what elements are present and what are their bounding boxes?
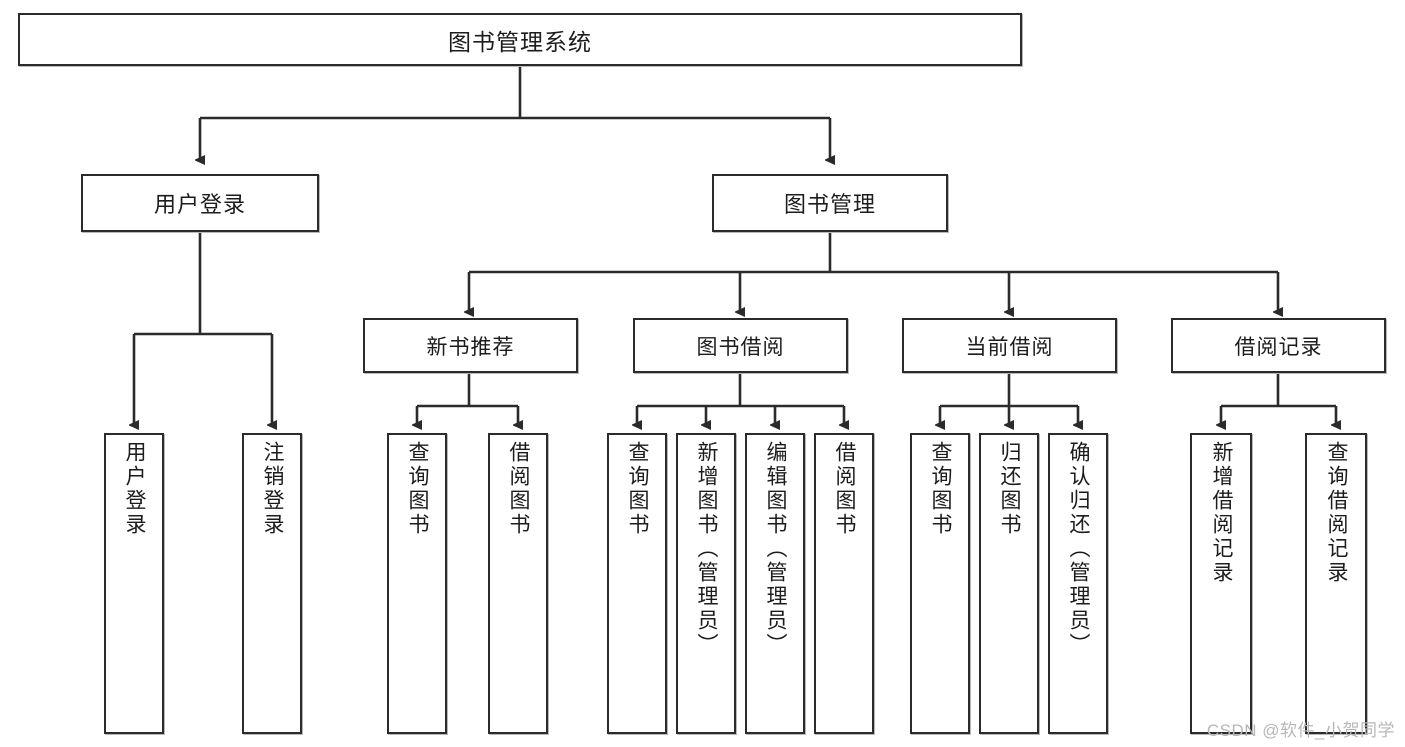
node-borrow-record[interactable]: 借阅记录 — [1171, 318, 1386, 373]
node-book-management[interactable]: 图书管理 — [712, 174, 948, 232]
node-nbr-query-book-label: 查询图书 — [406, 441, 430, 537]
node-bb-query-book[interactable]: 查询图书 — [607, 433, 667, 734]
node-book-borrow-label: 图书借阅 — [696, 335, 785, 359]
node-bb-edit-book[interactable]: 编辑图书（管理员） — [745, 433, 805, 734]
node-br-query-record[interactable]: 查询借阅记录 — [1305, 433, 1367, 734]
node-current-borrow[interactable]: 当前借阅 — [902, 318, 1117, 373]
edges-book-management-children — [469, 232, 1278, 312]
node-user-login-do-label: 用户登录 — [123, 441, 147, 537]
node-bb-add-book[interactable]: 新增图书（管理员） — [676, 433, 736, 734]
node-user-login-label: 用户登录 — [153, 192, 246, 217]
node-user-login[interactable]: 用户登录 — [81, 174, 319, 232]
edges-user-login-children — [134, 232, 272, 425]
node-cb-query-book[interactable]: 查询图书 — [910, 433, 970, 734]
node-bb-edit-book-label: 编辑图书（管理员） — [764, 441, 788, 657]
node-nbr-query-book[interactable]: 查询图书 — [387, 433, 447, 734]
edges-root-to-level1 — [200, 66, 830, 160]
node-bb-add-book-label: 新增图书（管理员） — [695, 441, 719, 657]
node-user-logout-label: 注销登录 — [261, 441, 285, 537]
node-cb-query-book-label: 查询图书 — [929, 441, 953, 537]
node-book-borrow[interactable]: 图书借阅 — [633, 318, 848, 373]
node-cb-return-book[interactable]: 归还图书 — [979, 433, 1039, 734]
edges-borrow-record-children — [1221, 373, 1336, 425]
node-br-query-record-label: 查询借阅记录 — [1325, 441, 1349, 585]
node-cb-return-book-label: 归还图书 — [998, 441, 1022, 537]
node-user-login-do[interactable]: 用户登录 — [104, 433, 164, 734]
edges-new-book-recommend-children — [417, 373, 518, 425]
node-nbr-borrow-book-label: 借阅图书 — [507, 441, 531, 537]
watermark: CSDN @软件_小贺同学 — [1206, 721, 1395, 740]
node-bb-borrow-book-label: 借阅图书 — [833, 441, 857, 537]
node-bb-query-book-label: 查询图书 — [626, 441, 650, 537]
edges-current-borrow-children — [940, 373, 1078, 425]
node-br-add-record[interactable]: 新增借阅记录 — [1190, 433, 1252, 734]
node-cb-confirm-return-label: 确认归还（管理员） — [1067, 441, 1091, 657]
node-current-borrow-label: 当前借阅 — [965, 335, 1054, 359]
node-user-logout[interactable]: 注销登录 — [242, 433, 302, 734]
node-new-book-recommend-label: 新书推荐 — [426, 335, 515, 359]
edges-book-borrow-children — [637, 373, 844, 425]
node-bb-borrow-book[interactable]: 借阅图书 — [814, 433, 874, 734]
node-br-add-record-label: 新增借阅记录 — [1210, 441, 1234, 585]
node-nbr-borrow-book[interactable]: 借阅图书 — [488, 433, 548, 734]
node-book-management-label: 图书管理 — [783, 192, 876, 217]
node-root[interactable]: 图书管理系统 — [18, 13, 1022, 66]
node-root-label: 图书管理系统 — [448, 28, 592, 55]
node-new-book-recommend[interactable]: 新书推荐 — [363, 318, 578, 373]
node-cb-confirm-return[interactable]: 确认归还（管理员） — [1048, 433, 1108, 734]
node-borrow-record-label: 借阅记录 — [1234, 335, 1323, 359]
